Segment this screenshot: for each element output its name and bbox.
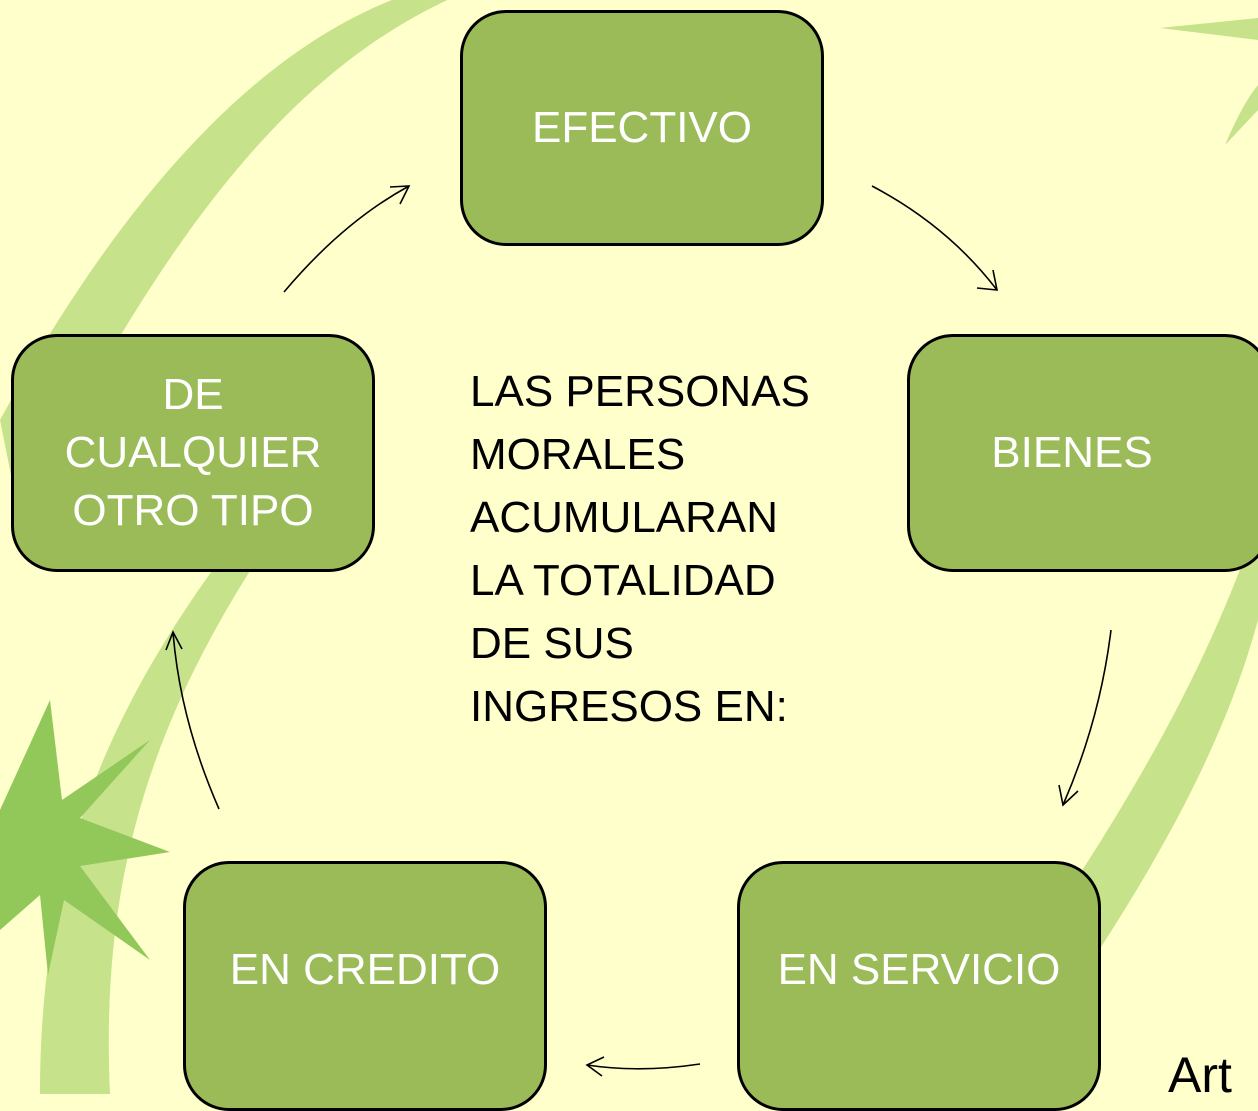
center-text: LAS PERSONAS MORALES ACUMULARAN LA TOTAL… [470, 367, 810, 731]
background-swoosh-corner [1225, 85, 1258, 145]
background-swoosh-lower [40, 520, 270, 1094]
node-en-credito-label: EN CREDITO [229, 944, 501, 994]
node-en-credito: EN CREDITO [183, 861, 547, 1111]
node-bienes-label: BIENES [991, 427, 1153, 477]
node-otro-tipo: DE CUALQUIER OTRO TIPO [11, 334, 375, 572]
background-star-shape [0, 700, 170, 975]
node-efectivo: EFECTIVO [460, 10, 824, 246]
node-otro-tipo-label: DE CUALQUIER OTRO TIPO [64, 369, 322, 536]
node-bienes: BIENES [907, 334, 1258, 572]
node-en-servicio-label: EN SERVICIO [777, 944, 1061, 994]
corner-text: Art [1168, 1047, 1232, 1103]
node-efectivo-label: EFECTIVO [531, 102, 753, 152]
background-swoosh-topright [1160, 18, 1258, 40]
node-en-servicio: EN SERVICIO [737, 861, 1101, 1111]
